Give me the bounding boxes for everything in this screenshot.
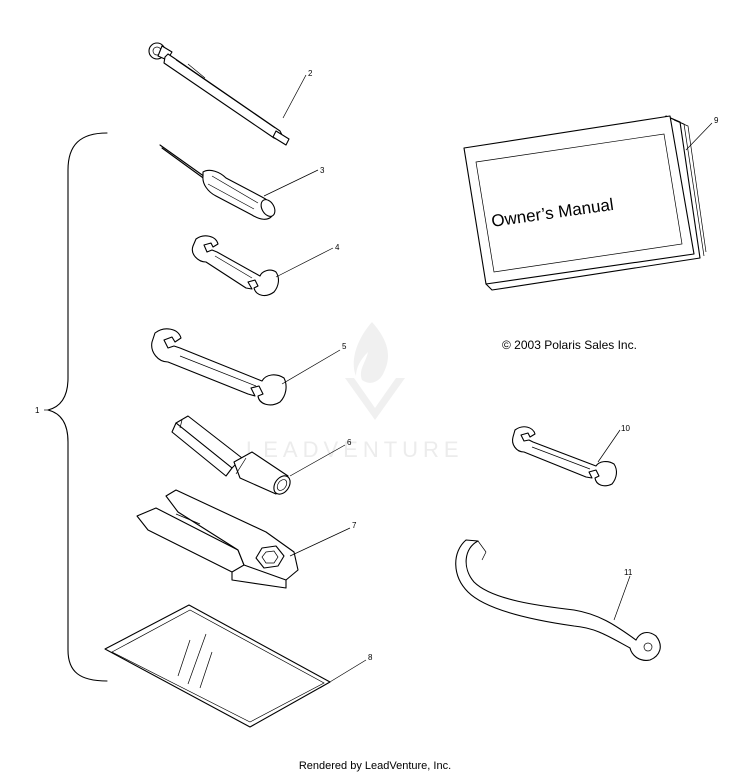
leader-line-3 <box>263 169 319 197</box>
wrench-10 <box>512 426 617 487</box>
tire-pressure-gauge <box>148 42 290 146</box>
callout-11: 11 <box>624 568 633 577</box>
callout-9: 9 <box>714 116 719 125</box>
callout-4: 4 <box>335 243 340 252</box>
callout-8: 8 <box>368 653 373 662</box>
leader-line-10 <box>597 429 621 463</box>
plug-wrench-holder <box>136 489 299 589</box>
leader-line-2 <box>282 74 307 119</box>
leadventure-watermark: LEADVENTURE <box>246 322 464 462</box>
copyright-notice: © 2003 Polaris Sales Inc. <box>502 338 637 352</box>
leader-line-5 <box>281 349 341 385</box>
tool-pouch <box>104 604 331 728</box>
flame-logo-icon <box>345 322 405 420</box>
spark-plug-socket <box>171 415 291 495</box>
diagram-canvas: LEADVENTURE 1 2 3 4 5 <box>35 42 719 728</box>
wrench-large <box>151 328 287 406</box>
footer-credit: Rendered by LeadVenture, Inc. <box>298 760 452 772</box>
spanner-wrench <box>455 539 661 661</box>
leader-line-11 <box>613 575 631 621</box>
callout-2: 2 <box>308 69 313 78</box>
wrench-small <box>191 235 279 297</box>
callout-6: 6 <box>347 438 352 447</box>
callout-5: 5 <box>342 342 347 351</box>
callout-7: 7 <box>352 521 357 530</box>
callout-1: 1 <box>35 406 40 415</box>
callout-10: 10 <box>621 424 630 433</box>
group-bracket <box>47 132 108 682</box>
owners-manual: Owner’s Manual <box>463 115 707 291</box>
screwdriver <box>159 144 276 220</box>
callout-3: 3 <box>320 166 325 175</box>
watermark-text: LEADVENTURE <box>246 437 464 462</box>
leader-line-4 <box>275 247 334 278</box>
leader-line-7 <box>289 527 351 557</box>
leader-line-9 <box>685 122 713 151</box>
leader-line-8 <box>319 659 367 689</box>
leader-line-6 <box>289 444 346 477</box>
